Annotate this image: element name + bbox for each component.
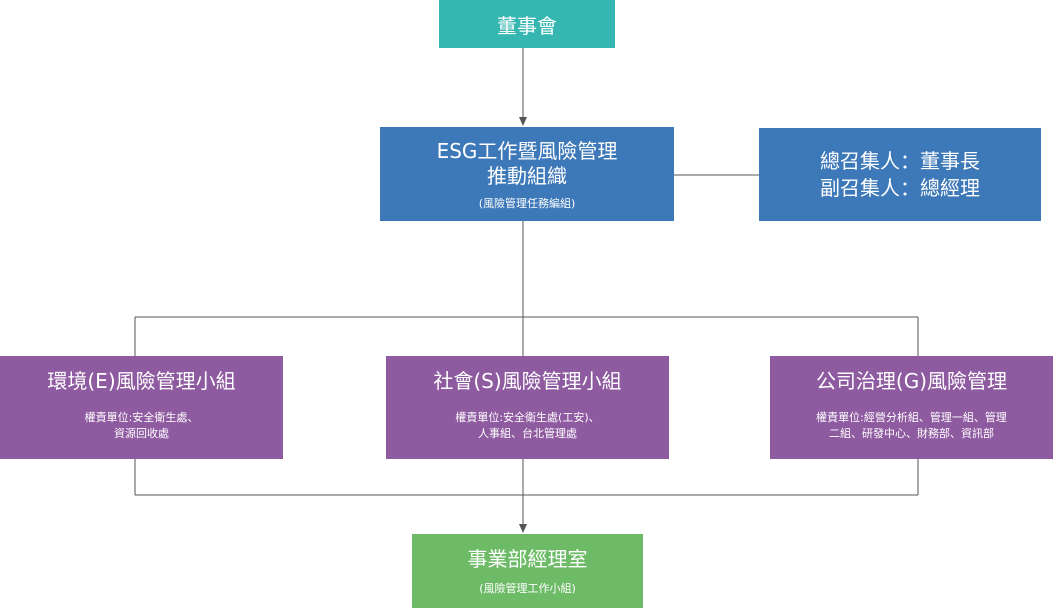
committee-title-line1: ESG工作暨風險管理 — [436, 139, 618, 163]
governance-resp-line2: 二組、研發中心、財務部、資訊部 — [829, 427, 994, 440]
environment-group-node: 環境(E)風險管理小組 權責單位:安全衛生處、 資源回收處 — [0, 356, 283, 459]
office-subtitle: (風險管理工作小組) — [479, 582, 576, 595]
chief-convener: 總召集人：董事長 — [820, 148, 980, 173]
deputy-convener: 副召集人：總經理 — [820, 175, 980, 200]
environment-resp-line1: 權責單位:安全衛生處、 — [84, 411, 199, 424]
governance-group-title: 公司治理(G)風險管理 — [815, 369, 1008, 393]
esg-committee-node: ESG工作暨風險管理 推動組織 (風險管理任務編組) — [380, 127, 674, 221]
social-resp-line1: 權責單位:安全衛生處(工安)、 — [455, 411, 600, 424]
environment-group-title: 環境(E)風險管理小組 — [47, 369, 236, 393]
environment-resp-line2: 資源回收處 — [114, 427, 169, 440]
board-title: 董事會 — [497, 13, 557, 38]
governance-group-node: 公司治理(G)風險管理 權責單位:經營分析組、管理一組、管理 二組、研發中心、財… — [770, 356, 1053, 459]
conveners-node: 總召集人：董事長 副召集人：總經理 — [759, 128, 1041, 221]
social-resp-line2: 人事組、台北管理處 — [477, 427, 577, 440]
social-group-title: 社會(S)風險管理小組 — [433, 369, 622, 393]
board-node: 董事會 — [439, 0, 615, 48]
committee-subtitle: (風險管理任務編組) — [478, 197, 576, 210]
governance-resp-line1: 權責單位:經營分析組、管理一組、管理 — [816, 411, 1007, 424]
committee-title-line2: 推動組織 — [487, 164, 567, 188]
office-title: 事業部經理室 — [467, 547, 588, 571]
business-office-node: 事業部經理室 (風險管理工作小組) — [412, 534, 643, 608]
social-group-node: 社會(S)風險管理小組 權責單位:安全衛生處(工安)、 人事組、台北管理處 — [386, 356, 669, 459]
